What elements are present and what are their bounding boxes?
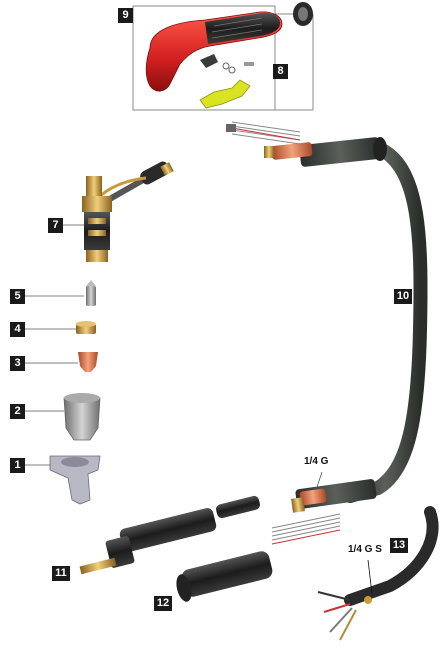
thread-label-gas: 1/4 G S: [348, 544, 382, 555]
shield-cup: [63, 393, 101, 441]
callout-10: 10: [394, 289, 412, 304]
callout-12: 12: [154, 596, 172, 611]
trigger-lever: [199, 79, 251, 109]
swirl-ring: [76, 321, 96, 334]
central-connector: [79, 495, 260, 575]
trigger-parts: [200, 54, 254, 74]
callout-5: 5: [10, 289, 25, 304]
callout-4: 4: [10, 322, 25, 337]
connector-sleeve: [176, 551, 273, 602]
cable-hose: [226, 121, 428, 545]
callout-9: 9: [118, 8, 133, 23]
callout-13: 13: [390, 538, 408, 553]
callout-8: 8: [273, 64, 288, 79]
handle-end-ring: [293, 2, 313, 26]
electrode: [86, 280, 96, 306]
nozzle-tip: [78, 352, 98, 372]
leader-lines: [25, 224, 323, 491]
thread-label-cable-end: 1/4 G: [304, 456, 329, 467]
torch-neck: [82, 161, 174, 262]
callout-3: 3: [10, 356, 25, 371]
handle-assembly-group: [132, 2, 314, 111]
callout-1: 1: [10, 458, 25, 473]
callout-11: 11: [52, 566, 70, 581]
callout-7: 7: [48, 218, 63, 233]
spacer-clip: [49, 455, 101, 505]
gas-cable: [317, 506, 439, 641]
callout-2: 2: [10, 404, 25, 419]
